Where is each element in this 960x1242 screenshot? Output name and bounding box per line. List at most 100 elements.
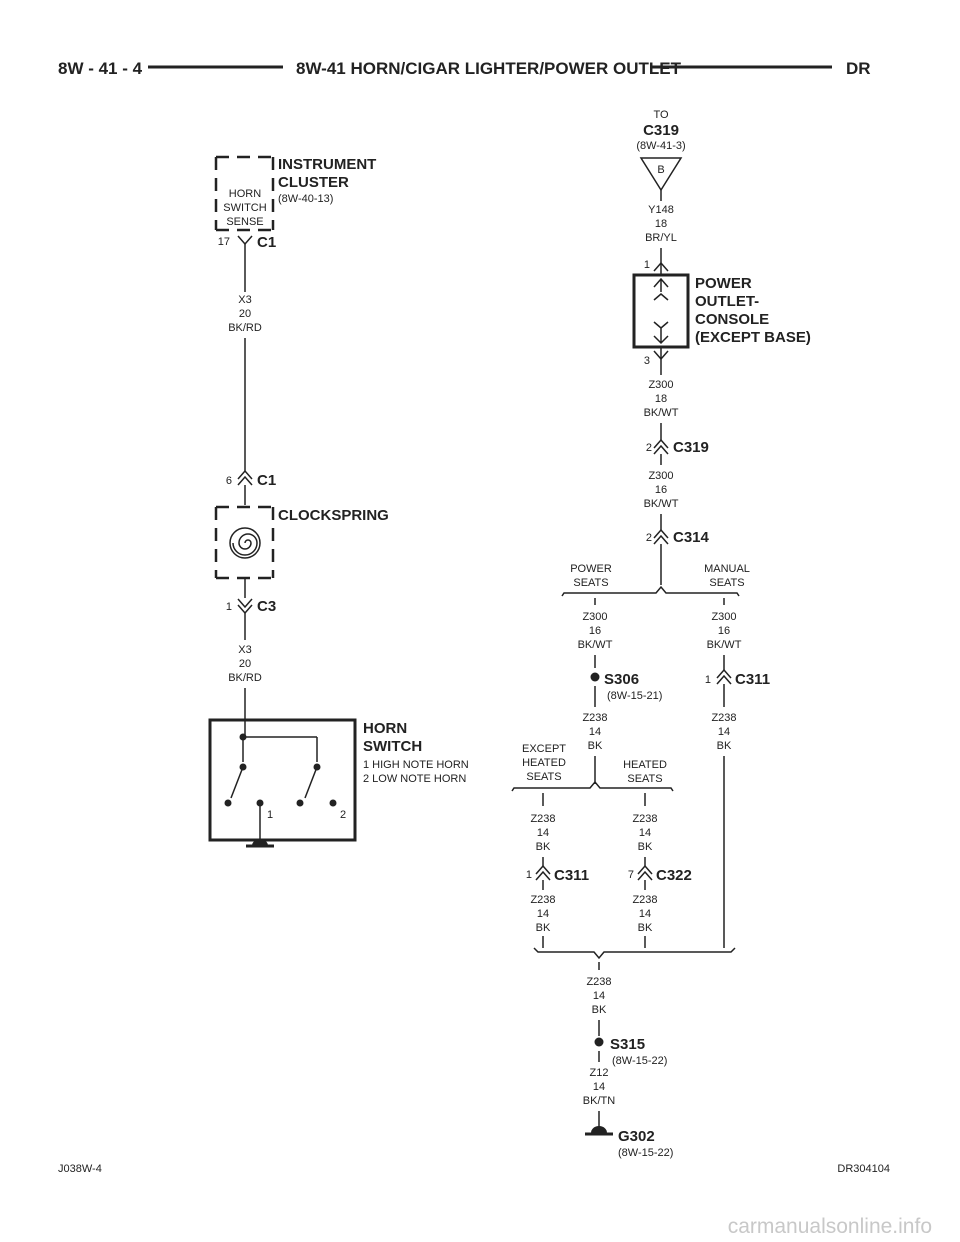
- cluster-pin: 17: [218, 236, 230, 248]
- wire-z300-power-gauge: 16: [589, 625, 601, 637]
- header: 8W - 41 - 4 8W-41 HORN/CIGAR LIGHTER/POW…: [58, 59, 871, 78]
- branch-manual-seats-line2: SEATS: [709, 577, 744, 589]
- clockspring: 6 C1 CLOCKSPRING 1 C3: [214, 469, 389, 615]
- branch-except-heated-line3: SEATS: [526, 771, 561, 783]
- page-title: 8W-41 HORN/CIGAR LIGHTER/POWER OUTLET: [296, 59, 682, 78]
- s306-splice-icon: [590, 672, 600, 682]
- wire-z238-right-color: BK: [717, 740, 732, 752]
- wire-z238-l2-color: BK: [536, 922, 551, 934]
- wire-z238-main-gauge: 14: [593, 990, 605, 1002]
- cluster-name-line1: INSTRUMENT: [278, 156, 376, 173]
- clockspring-top-connector: C1: [257, 472, 276, 489]
- s315-splice-icon: [594, 1037, 604, 1047]
- page-ref: 8W - 41 - 4: [58, 59, 143, 78]
- power-outlet-upper-contact: [653, 277, 669, 301]
- contact-point-2b: [329, 799, 337, 807]
- cluster-name-line2: CLUSTER: [278, 174, 349, 191]
- wire-z300-manual-circuit: Z300: [711, 611, 736, 623]
- c311-right-terminal: [716, 668, 732, 685]
- watermark: carmanualsonline.info: [728, 1215, 932, 1238]
- wire-y148-color: BR/YL: [645, 232, 677, 244]
- instrument-cluster: HORN SWITCH SENSE INSTRUMENT CLUSTER (8W…: [214, 155, 376, 251]
- wire-z238-r1-color: BK: [638, 841, 653, 853]
- seats-branch-bracket: [561, 585, 740, 597]
- wire-z300-a-gauge: 18: [655, 393, 667, 405]
- contact-point-2a: [296, 799, 304, 807]
- c319-terminal: [653, 438, 669, 455]
- cluster-connector: C1: [257, 234, 276, 251]
- heated-branch-bracket: [511, 780, 674, 792]
- c322-terminal: [637, 864, 653, 881]
- cluster-c1-terminal: [237, 235, 253, 246]
- s315-ref: (8W-15-22): [612, 1055, 667, 1067]
- wire-y148-gauge: 18: [655, 218, 667, 230]
- branch-heated-line1: HEATED: [623, 759, 667, 771]
- horn-switch: 1 2 HORN SWITCH 1 HIGH NOTE HORN 2 LOW N…: [208, 718, 469, 848]
- clockspring-c1-terminal: [237, 469, 253, 486]
- branch-except-heated-line1: EXCEPT: [522, 743, 566, 755]
- c319-connector: C319: [673, 439, 709, 456]
- cluster-ref: (8W-40-13): [278, 193, 333, 205]
- wire-z238-s306-gauge: 14: [589, 726, 601, 738]
- wire-x3-upper-gauge: 20: [239, 308, 251, 320]
- footer-left-code: J038W-4: [58, 1163, 102, 1175]
- to-c319-connector: C319: [643, 122, 679, 139]
- power-outlet-name-line3: CONSOLE: [695, 311, 769, 328]
- cluster-inner-line2: SWITCH: [223, 202, 266, 214]
- wire-z300-manual-gauge: 16: [718, 625, 730, 637]
- c322-pin: 7: [628, 869, 634, 881]
- s306-name: S306: [604, 671, 639, 688]
- clockspring-c3-terminal: [237, 598, 253, 615]
- c311-left-pin: 1: [526, 869, 532, 881]
- wire-z300-manual-color: BK/WT: [707, 639, 742, 651]
- power-outlet-pin-top: 1: [644, 259, 650, 271]
- branch-power-seats-line2: SEATS: [573, 577, 608, 589]
- to-label: TO: [653, 109, 669, 121]
- contact-label-2: 2: [340, 809, 346, 821]
- wire-x3-lower-gauge: 20: [239, 658, 251, 670]
- clockspring-top-pin: 6: [226, 475, 232, 487]
- wire-z12-gauge: 14: [593, 1081, 605, 1093]
- wire-x3-lower-circuit: X3: [238, 644, 251, 656]
- c311-left-connector: C311: [554, 867, 589, 884]
- c311-right-connector: C311: [735, 671, 770, 688]
- heated-branch: EXCEPT HEATED SEATS HEATED SEATS: [511, 743, 674, 806]
- wire-x3-upper-circuit: X3: [238, 294, 251, 306]
- g302-ground-icon: [591, 1126, 607, 1133]
- horn-switch-desc-line1: 1 HIGH NOTE HORN: [363, 759, 469, 771]
- s306-ref: (8W-15-21): [607, 690, 662, 702]
- wire-z238-right-gauge: 14: [718, 726, 730, 738]
- seats-branch: POWER SEATS MANUAL SEATS: [561, 563, 750, 605]
- wire-z238-r1-circuit: Z238: [632, 813, 657, 825]
- clockspring-bottom-connector: C3: [257, 598, 276, 615]
- horn-switch-name-line1: HORN: [363, 720, 407, 737]
- wire-z238-l1-circuit: Z238: [530, 813, 555, 825]
- wire-z238-s306-color: BK: [588, 740, 603, 752]
- s315-name: S315: [610, 1036, 645, 1053]
- wire-z238-l1-color: BK: [536, 841, 551, 853]
- c314-connector: C314: [673, 529, 710, 546]
- wire-z238-main-color: BK: [592, 1004, 607, 1016]
- wire-z238-main-circuit: Z238: [586, 976, 611, 988]
- model-code: DR: [846, 59, 871, 78]
- instrument-cluster-outline: [214, 155, 275, 232]
- to-c319-ref: (8W-41-3): [636, 140, 685, 152]
- wire-z12-circuit: Z12: [590, 1067, 609, 1079]
- wire-z300-b-color: BK/WT: [644, 498, 679, 510]
- clockspring-bottom-pin: 1: [226, 601, 232, 613]
- c314-pin: 2: [646, 532, 652, 544]
- contact-arm-right: [304, 766, 318, 799]
- wire-z238-r2-circuit: Z238: [632, 894, 657, 906]
- clockspring-name: CLOCKSPRING: [278, 507, 389, 524]
- wire-z238-l2-gauge: 14: [537, 908, 549, 920]
- branch-except-heated-line2: HEATED: [522, 757, 566, 769]
- power-outlet-pin-bottom: 3: [644, 355, 650, 367]
- cluster-inner-line1: HORN: [229, 188, 261, 200]
- wire-z238-r2-color: BK: [638, 922, 653, 934]
- footer-right-code: DR304104: [837, 1163, 890, 1175]
- to-c319: TO C319 (8W-41-3) B: [636, 109, 686, 201]
- wire-z300-a-color: BK/WT: [644, 407, 679, 419]
- wire-x3-lower-color: BK/RD: [228, 672, 262, 684]
- c322-connector: C322: [656, 867, 692, 884]
